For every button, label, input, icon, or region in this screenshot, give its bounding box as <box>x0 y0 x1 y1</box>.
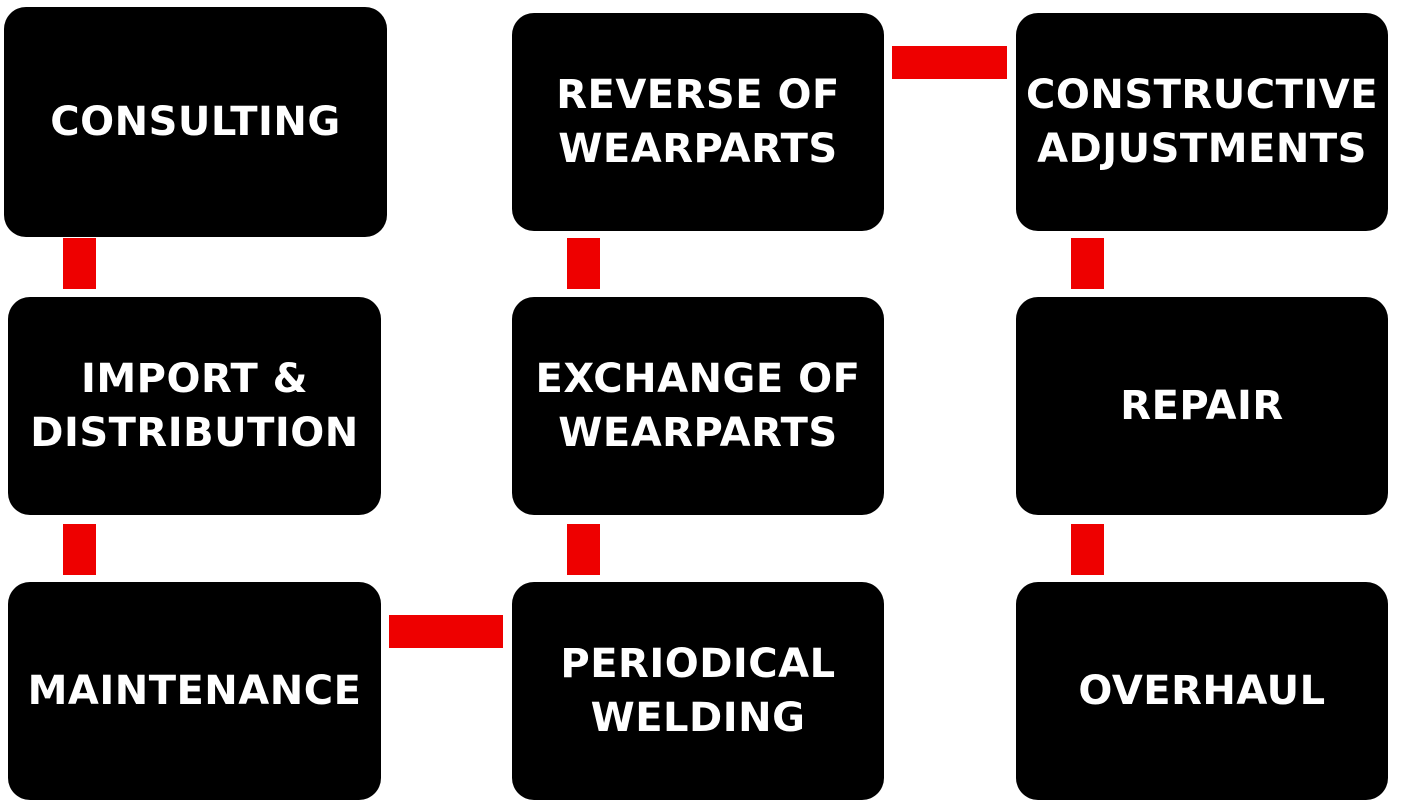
box-reverse-of-wearparts: REVERSE OF WEARPARTS <box>512 13 884 231</box>
box-reverse-of-wearparts-label: REVERSE OF WEARPARTS <box>556 72 840 172</box>
box-overhaul-label: OVERHAUL <box>1078 668 1326 714</box>
box-overhaul: OVERHAUL <box>1016 582 1388 800</box>
box-repair: REPAIR <box>1016 297 1388 515</box>
box-periodical-welding: PERIODICAL WELDING <box>512 582 884 800</box>
box-constructive-adjustments-label: CONSTRUCTIVE ADJUSTMENTS <box>1026 72 1379 172</box>
connector-maintenance-periodical <box>389 615 503 648</box>
connector-periodical-exchange <box>567 524 600 575</box>
box-import-distribution-label: IMPORT & DISTRIBUTION <box>30 356 359 456</box>
connector-reverse-constructive <box>892 46 1007 79</box>
box-consulting-label: CONSULTING <box>50 99 341 145</box>
connector-exchange-reverse <box>567 238 600 289</box>
box-periodical-welding-label: PERIODICAL WELDING <box>560 641 836 741</box>
box-consulting: CONSULTING <box>4 7 387 237</box>
box-exchange-of-wearparts-label: EXCHANGE OF WEARPARTS <box>535 356 861 456</box>
box-exchange-of-wearparts: EXCHANGE OF WEARPARTS <box>512 297 884 515</box>
connector-import-maintenance <box>63 524 96 575</box>
box-constructive-adjustments: CONSTRUCTIVE ADJUSTMENTS <box>1016 13 1388 231</box>
box-maintenance-label: MAINTENANCE <box>27 668 362 714</box>
box-import-distribution: IMPORT & DISTRIBUTION <box>8 297 381 515</box>
connector-repair-overhaul <box>1071 524 1104 575</box>
connector-consulting-import <box>63 238 96 289</box>
connector-constructive-repair <box>1071 238 1104 289</box>
box-maintenance: MAINTENANCE <box>8 582 381 800</box>
box-repair-label: REPAIR <box>1120 383 1284 429</box>
